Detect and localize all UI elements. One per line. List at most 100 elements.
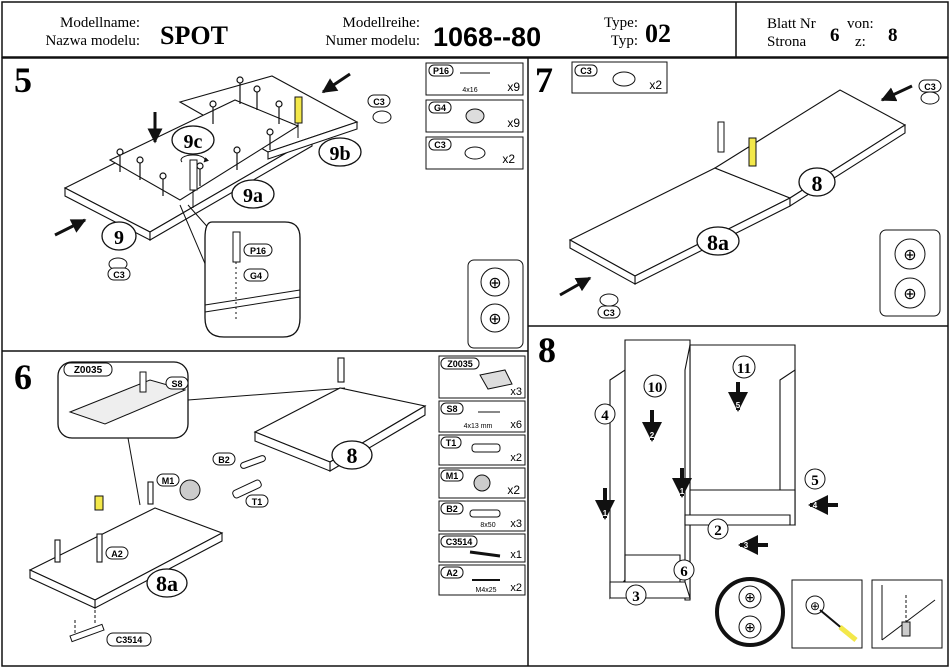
step-5-parts-list: P16 4x16 x9 G4 x9 C3 x2 <box>425 62 524 170</box>
panel-grid <box>1 57 949 667</box>
c3-cap-icon: C3 C3 <box>107 94 392 281</box>
series-label-de: Modellreihe: <box>343 15 420 31</box>
part-code-g4: G4 <box>434 103 446 113</box>
step-6-board-8a <box>28 481 224 609</box>
callout-a2: A2 <box>111 549 123 559</box>
of-value: 8 <box>888 25 898 46</box>
arrow-number-5: 5 <box>736 401 741 410</box>
of-label-de: von: <box>847 16 874 32</box>
step-5-arrows <box>54 72 351 237</box>
part-size-b2: 8x50 <box>480 522 495 529</box>
step-7-number: 7 <box>535 60 553 100</box>
part-qty-z0035: x3 <box>510 386 522 398</box>
step-8-cabinet <box>609 339 796 601</box>
callout-z0035: Z0035 <box>74 365 103 376</box>
step-5-rotation-hint: ⊕ ⊕ <box>467 259 524 349</box>
step-7-arrows <box>559 84 913 297</box>
step-8-rotation-hint: ⊕ ⊕ <box>715 577 785 647</box>
callout-b2: B2 <box>218 455 230 465</box>
plus-icon: ⊕ <box>903 247 916 264</box>
step-6-callouts: M1 B2 T1 A2 C3514 <box>105 452 269 647</box>
series-value: 1068--80 <box>433 22 541 52</box>
model-name-value: SPOT <box>160 21 228 50</box>
screwdriver-icon <box>180 96 303 208</box>
arrow-number-1a: 1 <box>680 487 685 496</box>
arrow-number-2: 2 <box>650 431 655 440</box>
part-code-s8: S8 <box>446 404 457 414</box>
part-label-2: 2 <box>714 523 722 539</box>
step-7-boards <box>568 89 907 285</box>
type-label-de: Type: <box>604 15 638 31</box>
part-qty-s8: x6 <box>510 419 522 431</box>
arrow-number-4: 4 <box>813 501 818 510</box>
plus-icon: ⊕ <box>903 286 916 303</box>
board-label-9: 9 <box>114 227 124 249</box>
part-qty-p16: x9 <box>507 80 520 94</box>
model-name-label-de: Modellname: <box>60 15 140 31</box>
plus-icon: ⊕ <box>488 275 501 292</box>
part-qty-t1: x2 <box>510 452 522 464</box>
step-8-hinge-detail <box>871 579 943 649</box>
sheet-value: 6 <box>830 25 840 46</box>
board-label-8-step7: 8 <box>812 171 823 196</box>
board-label-8a-step6: 8a <box>156 571 178 596</box>
step-8-part-labels: 10 11 4 5 2 6 3 <box>594 355 826 606</box>
step-8-arrow-numbers: 5 2 1 1 4 3 <box>603 401 818 550</box>
part-label-4: 4 <box>601 408 609 424</box>
step-5-boards <box>63 75 359 241</box>
part-qty-m1: x2 <box>507 483 520 497</box>
part-code-m1: M1 <box>446 471 459 481</box>
part-code-p16: P16 <box>433 66 449 76</box>
step-5-screws <box>116 76 283 196</box>
type-label-pl: Typ: <box>611 33 638 49</box>
step-8-number: 8 <box>538 330 556 370</box>
part-label-11: 11 <box>737 361 751 377</box>
part-code-c3514: C3514 <box>446 537 473 547</box>
part-code-t1: T1 <box>446 438 457 448</box>
step-8-screwdriver-detail: ⊕ <box>791 579 863 649</box>
step-5-number: 5 <box>14 60 32 100</box>
part-code-c3: C3 <box>434 140 446 150</box>
part-code-b2: B2 <box>446 504 458 514</box>
header: Modellname: Nazwa modelu: SPOT Modellrei… <box>1 1 949 58</box>
step-6-panel: 6 Z0035 S8 8 <box>14 355 526 647</box>
part-size-s8: 4x13 mm <box>464 423 493 430</box>
step-8-panel: 8 5 2 1 1 4 3 <box>538 330 943 649</box>
callout-g4: G4 <box>250 271 262 281</box>
arrow-number-3: 3 <box>744 541 749 550</box>
part-qty-b2: x3 <box>510 518 522 530</box>
callout-t1: T1 <box>252 497 263 507</box>
step-7-rotation-hint: ⊕ ⊕ <box>879 229 941 317</box>
step-6-fittings <box>69 455 266 643</box>
step-7-panel: 7 C3 x2 8 8a C3 <box>535 60 942 319</box>
part-label-5: 5 <box>811 473 819 489</box>
board-label-9b: 9b <box>329 143 350 165</box>
plus-icon: ⊕ <box>488 311 501 328</box>
step-6-number: 6 <box>14 357 32 397</box>
part-qty-g4: x9 <box>507 116 520 130</box>
board-label-9a: 9a <box>243 185 263 207</box>
series-label-pl: Numer modelu: <box>325 33 420 49</box>
callout-m1: M1 <box>162 476 175 486</box>
callout-c3-top: C3 <box>373 97 385 107</box>
sheet-label-pl: Strona <box>767 34 807 50</box>
c3-cap-icon: C3 C3 <box>597 79 942 319</box>
board-label-8a-step7: 8a <box>707 230 729 255</box>
part-code-c3-step7: C3 <box>580 66 592 76</box>
part-label-3: 3 <box>632 589 640 605</box>
part-size-a2: M4x25 <box>475 587 496 594</box>
part-code-a2: A2 <box>446 568 458 578</box>
arrow-number-1b: 1 <box>603 509 608 518</box>
plus-icon: ⊕ <box>810 599 820 613</box>
part-size-p16: 4x16 <box>462 87 477 94</box>
part-qty-a2: x2 <box>510 582 522 594</box>
step-6-board-8 <box>253 357 427 472</box>
of-label-pl: z: <box>855 34 866 50</box>
step-7-screwdrivers <box>717 121 757 167</box>
part-qty-c3: x2 <box>502 152 515 166</box>
model-name-label-pl: Nazwa modelu: <box>45 33 140 49</box>
callout-c3-bottom-step7: C3 <box>603 308 615 318</box>
step-6-parts-list: Z0035 x3 S8 4x13 mm x6 T1 x2 M1 x2 B2 8x… <box>438 355 526 596</box>
callout-p16: P16 <box>250 246 266 256</box>
